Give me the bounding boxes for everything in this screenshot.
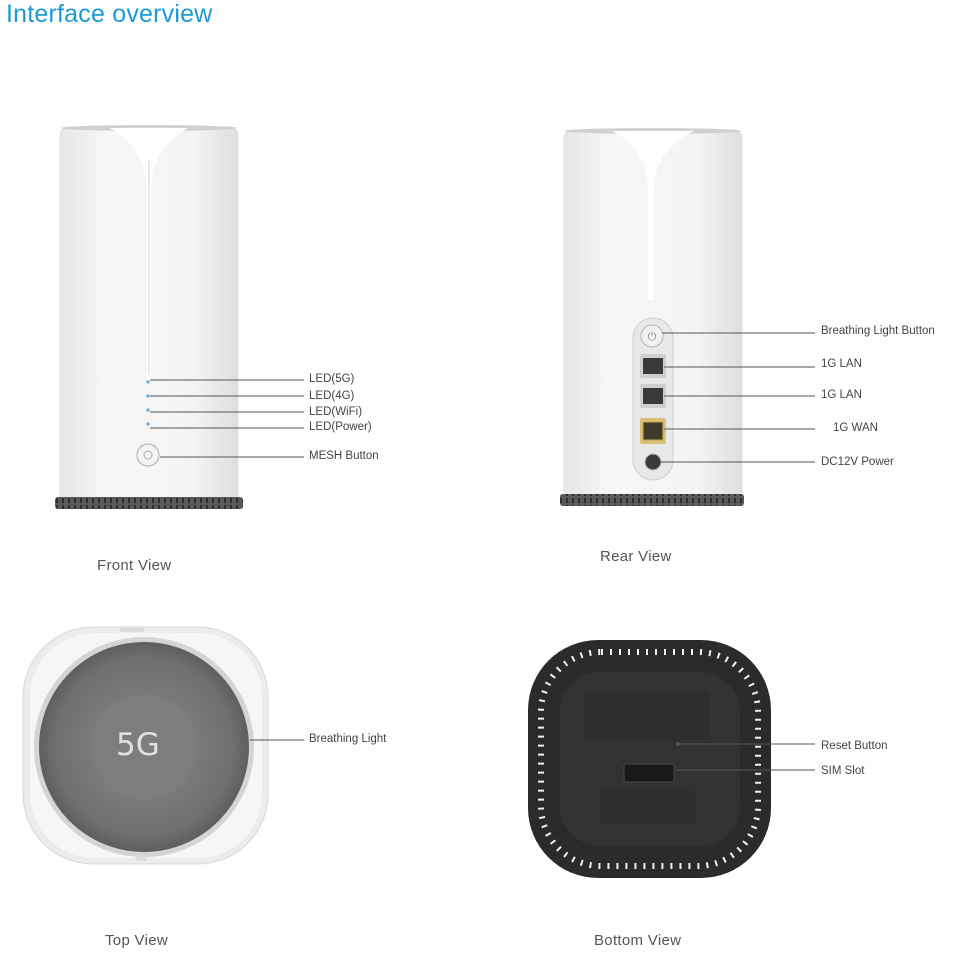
top-view-router: [22, 626, 269, 865]
label-1g-lan-2: 1G LAN: [821, 389, 862, 401]
rear-callout-lines: [660, 332, 815, 463]
label-1g-wan: 1G WAN: [833, 422, 878, 434]
label-breathing-light: Breathing Light: [309, 733, 387, 745]
label-led-4g: LED(4G): [309, 390, 355, 402]
caption-rear-view: Rear View: [600, 548, 672, 565]
label-1g-lan-1: 1G LAN: [821, 358, 862, 370]
dc-power-port-icon: [644, 453, 662, 471]
breathing-light-ring-icon: [92, 695, 196, 799]
caption-front-view: Front View: [97, 557, 172, 574]
label-led-power: LED(Power): [309, 421, 372, 433]
label-breathing-light-button: Breathing Light Button: [821, 325, 935, 337]
sim-slot-icon: [623, 763, 675, 783]
lan-port-2-icon: [643, 388, 663, 404]
bottom-view-router: [528, 640, 771, 878]
lan-port-1-icon: [643, 358, 663, 374]
top-5g-badge: 5G: [116, 727, 160, 763]
led-wifi-icon: [146, 408, 150, 412]
led-5g-icon: [146, 380, 150, 384]
label-led-5g: LED(5G): [309, 373, 355, 385]
caption-top-view: Top View: [105, 932, 168, 949]
breathing-light-button-icon: [640, 324, 664, 348]
led-4g-icon: [146, 394, 150, 398]
label-mesh-button: MESH Button: [309, 450, 379, 462]
svg-text:⏻: ⏻: [648, 330, 657, 343]
caption-bottom-view: Bottom View: [594, 932, 682, 949]
label-led-wifi: LED(WiFi): [309, 406, 363, 418]
mesh-button-icon: [136, 443, 160, 467]
led-power-icon: [146, 422, 150, 426]
rear-view-router: ⏻: [560, 128, 744, 506]
label-reset-button: Reset Button: [821, 740, 888, 752]
wan-port-icon: [642, 421, 664, 441]
front-view-router: [55, 125, 243, 509]
label-dc12v-power: DC12V Power: [821, 456, 894, 468]
page-title: Interface overview: [6, 0, 213, 28]
front-callout-lines: [150, 379, 304, 458]
bottom-callout-lines: [676, 743, 815, 771]
label-sim-slot: SIM Slot: [821, 765, 865, 777]
